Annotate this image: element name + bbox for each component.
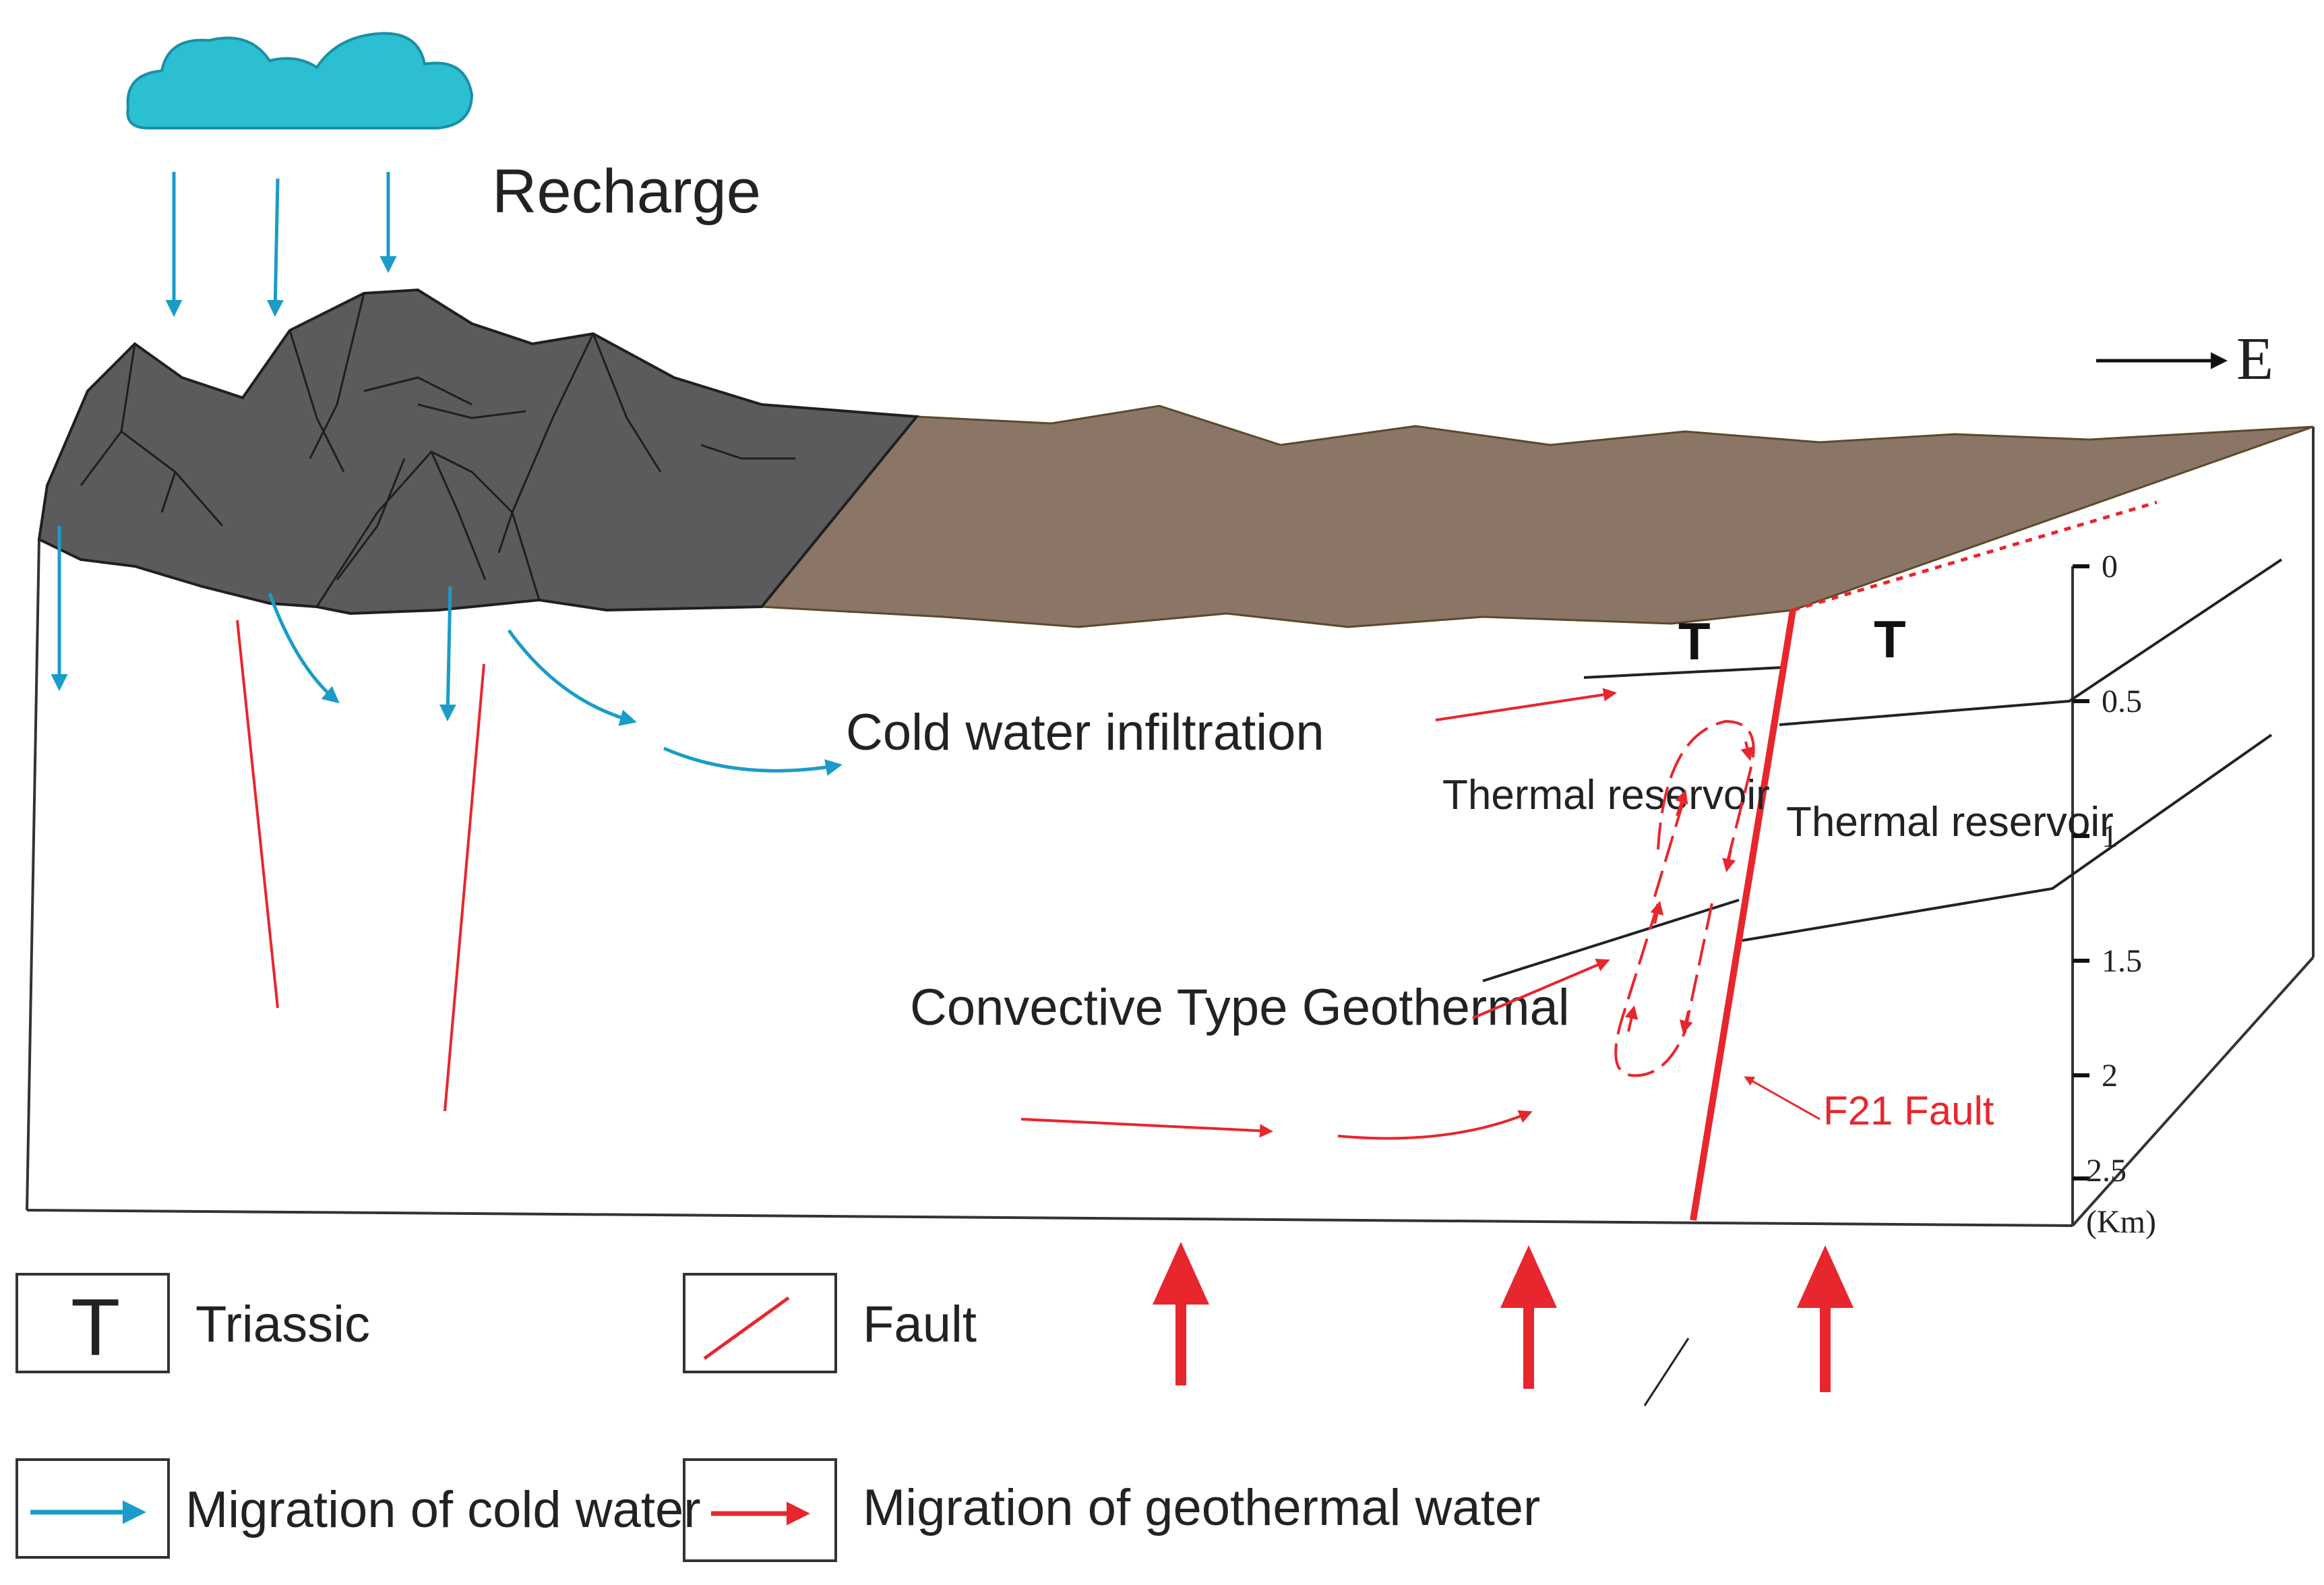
f21-fault-line <box>1690 609 1796 1221</box>
legend-fault-icon <box>703 1296 790 1360</box>
recharge-arrows <box>165 172 397 317</box>
legend-item-geothermal-water: Migration of geothermal water <box>683 1458 1540 1562</box>
depth-tick-0: 0 <box>2102 549 2118 585</box>
surface-plain <box>759 405 2314 628</box>
left-faults <box>236 620 485 1112</box>
f21-fault-label: F21 Fault <box>1823 1088 1994 1133</box>
triassic-symbol-right: T <box>1874 609 1906 669</box>
stray-mark <box>1643 1338 1690 1406</box>
legend-fault-label: Fault <box>863 1296 977 1353</box>
thermal-reservoir-left-label: Thermal reservoir <box>1442 772 1770 818</box>
legend-triassic-symbol: T <box>71 1282 120 1373</box>
cold-water-infiltration-label: Cold water infiltration <box>846 704 1324 761</box>
f21-pointer-arrow <box>1744 1076 1821 1120</box>
depth-tick-1-5: 1.5 <box>2102 943 2142 979</box>
convection-arrowheads <box>1624 741 1754 1034</box>
depth-tick-1: 1 <box>2102 818 2118 854</box>
depth-tick-0-5: 0.5 <box>2102 684 2142 719</box>
recharge-label: Recharge <box>492 157 761 226</box>
legend-item-fault: Fault <box>683 1273 977 1373</box>
legend-triassic-label: Triassic <box>195 1296 370 1353</box>
strata-contacts <box>1482 558 2283 982</box>
depth-tick-2: 2 <box>2102 1058 2118 1094</box>
geothermal-flow-arrows <box>1020 688 1617 1140</box>
block-outline <box>26 427 2315 1227</box>
heat-source-arrows <box>1153 1242 1854 1392</box>
mountain-range <box>37 288 919 616</box>
legend-cold-water-label: Migration of cold water <box>185 1481 701 1538</box>
convection-loop <box>1614 719 1755 1077</box>
legend: T Triassic Fault Migration of cold water… <box>16 1273 1540 1562</box>
convective-geothermal-label: Convective Type Geothermal <box>910 979 1570 1036</box>
depth-axis: 0 0.5 1 1.5 2 2.5 (Km) <box>2073 549 2156 1240</box>
fault-surface-trace <box>1792 500 2158 612</box>
depth-tick-2-5: 2.5 <box>2086 1153 2127 1189</box>
legend-item-triassic: T Triassic <box>16 1273 370 1373</box>
cold-water-infiltration-arrows <box>51 526 843 776</box>
cloud-icon <box>126 32 474 129</box>
thermal-reservoir-right-label: Thermal reservoir <box>1786 799 2114 845</box>
depth-unit: (Km) <box>2086 1204 2156 1240</box>
east-label: E <box>2236 326 2273 392</box>
triassic-symbol-left: T <box>1678 611 1711 671</box>
legend-item-cold-water: Migration of cold water <box>16 1458 701 1559</box>
legend-geothermal-water-label: Migration of geothermal water <box>863 1479 1540 1536</box>
